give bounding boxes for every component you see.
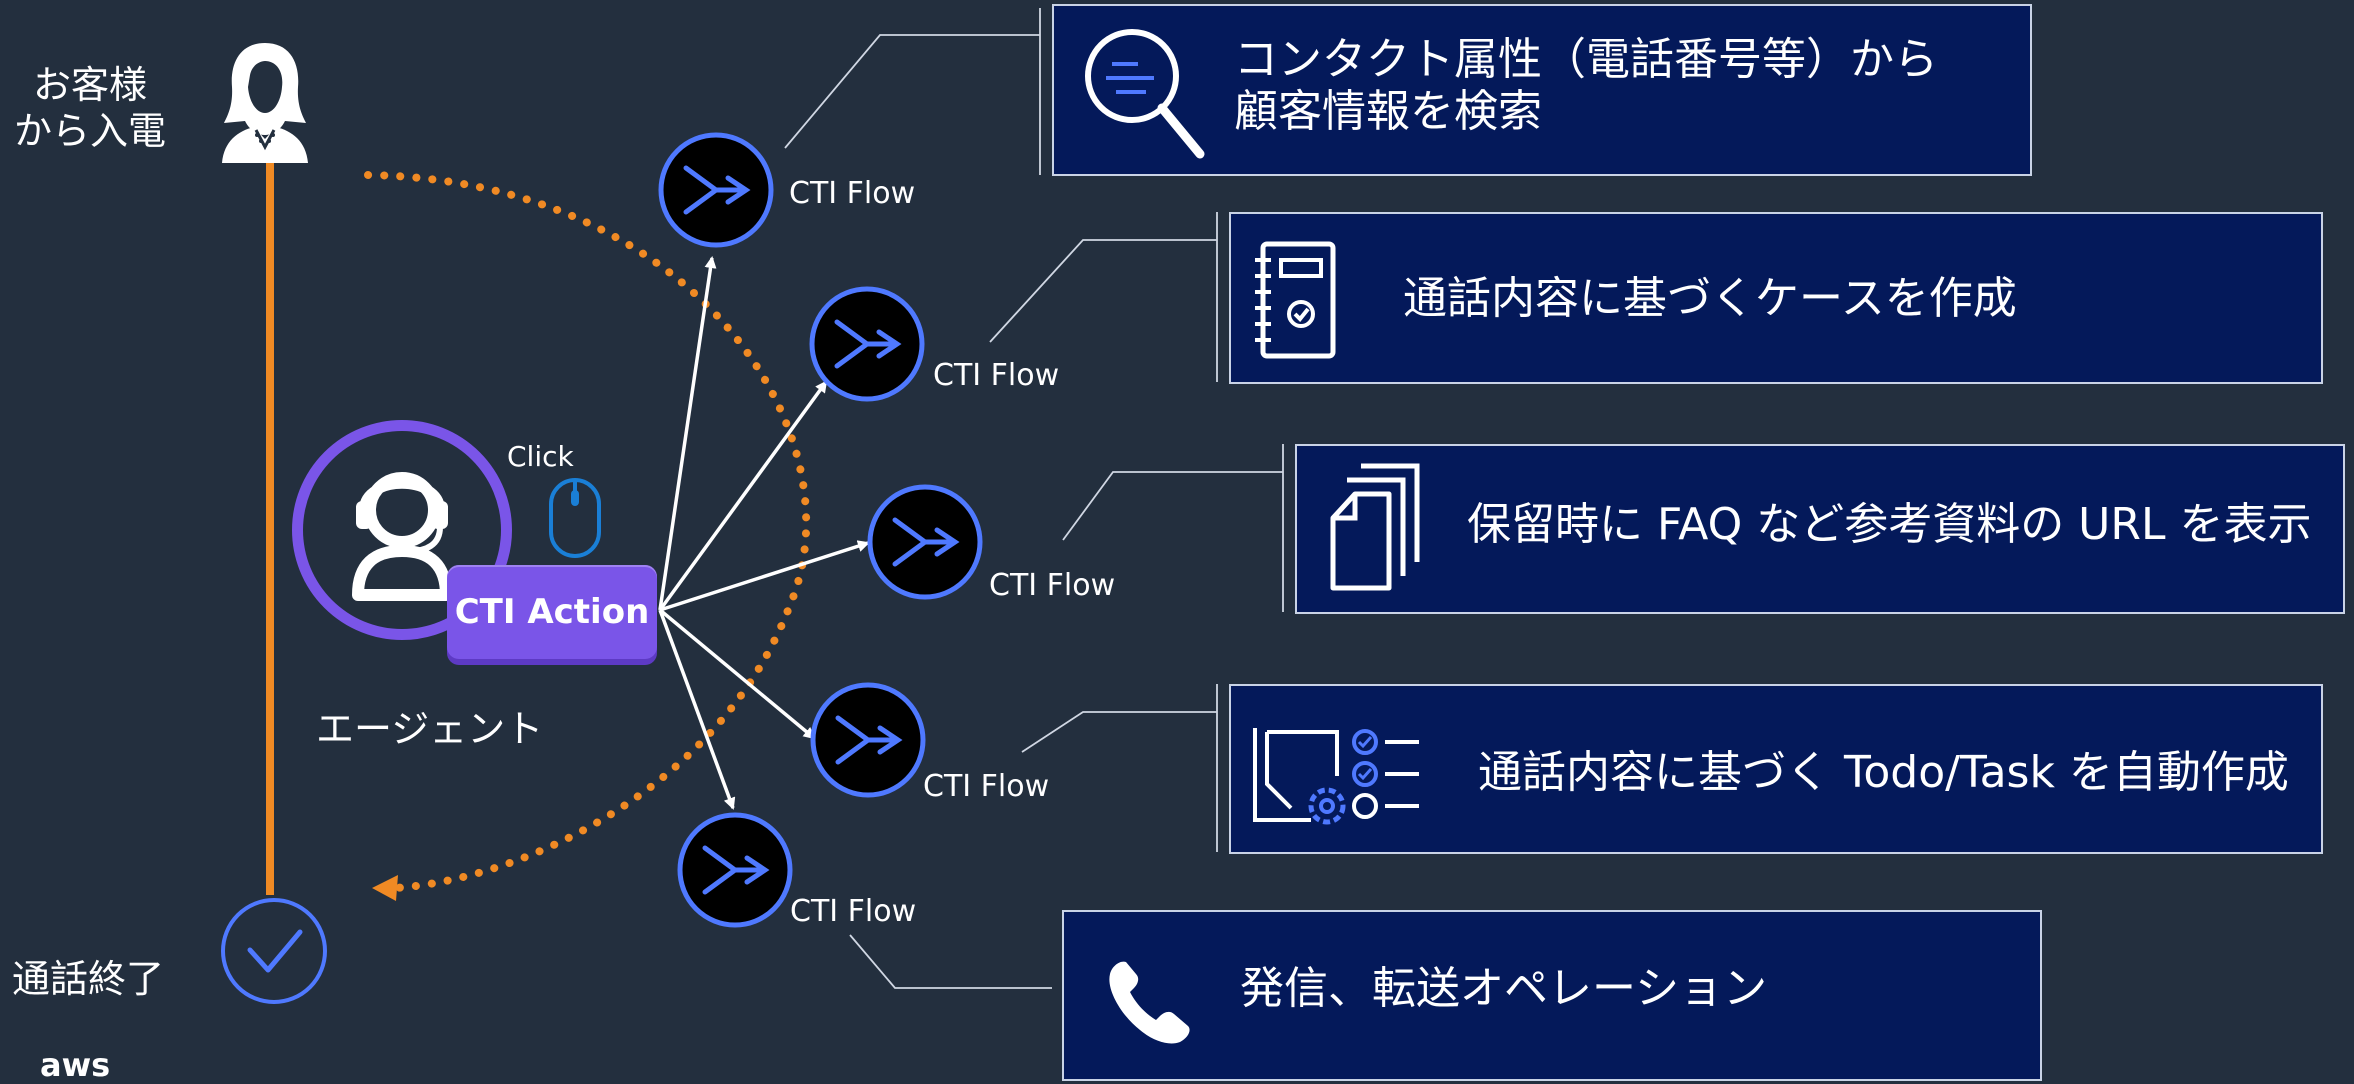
card-3-text: 保留時に FAQ など参考資料の URL を表示 [1467,499,2312,550]
agent-headset-icon [352,472,452,601]
notebook-check-icon [1255,241,1336,359]
task-checklist-icon [1253,728,1419,825]
flow-label-3: CTI Flow [989,568,1116,603]
card-5-text: 発信、転送オペレーション [1240,963,1768,1014]
flow-label-5: CTI Flow [790,894,917,929]
click-label: Click [507,440,574,473]
phone-icon [1109,961,1190,1044]
documents-icon [1330,463,1420,591]
card-4-text: 通話内容に基づく Todo/Task を自動作成 [1478,747,2289,798]
card-faq-url: 保留時に FAQ など参考資料の URL を表示 [1295,444,2345,614]
agent-label: エージェント [316,707,544,751]
flow-arrows [658,256,870,810]
flow-label-4: CTI Flow [923,769,1050,804]
card-todo-task: 通話内容に基づく Todo/Task を自動作成 [1229,684,2323,854]
mouse-icon [549,478,601,558]
cti-action-button[interactable]: CTI Action [447,565,657,659]
flow-label-1: CTI Flow [789,176,916,211]
card-customer-search: コンタクト属性（電話番号等）から 顧客情報を検索 [1052,4,2032,176]
card-create-case: 通話内容に基づくケースを作成 [1229,212,2323,384]
check-circle-icon [221,898,327,1004]
flow-nodes [658,132,983,928]
connector-lines [784,8,1284,989]
arc-arrowhead [372,875,398,901]
card-2-text: 通話内容に基づくケースを作成 [1403,273,2017,324]
call-duration-arc [364,171,810,892]
flow-label-2: CTI Flow [933,358,1060,393]
female-customer-icon [222,43,308,163]
card-1-text: コンタクト属性（電話番号等）から 顧客情報を検索 [1234,34,1938,137]
call-end-label: 通話終了 [12,957,165,1001]
search-icon [1085,29,1205,159]
aws-logo: aws [40,1046,111,1084]
card-call-operation: 発信、転送オペレーション [1062,910,2042,1081]
customer-label: お客様 から入電 [13,63,166,153]
